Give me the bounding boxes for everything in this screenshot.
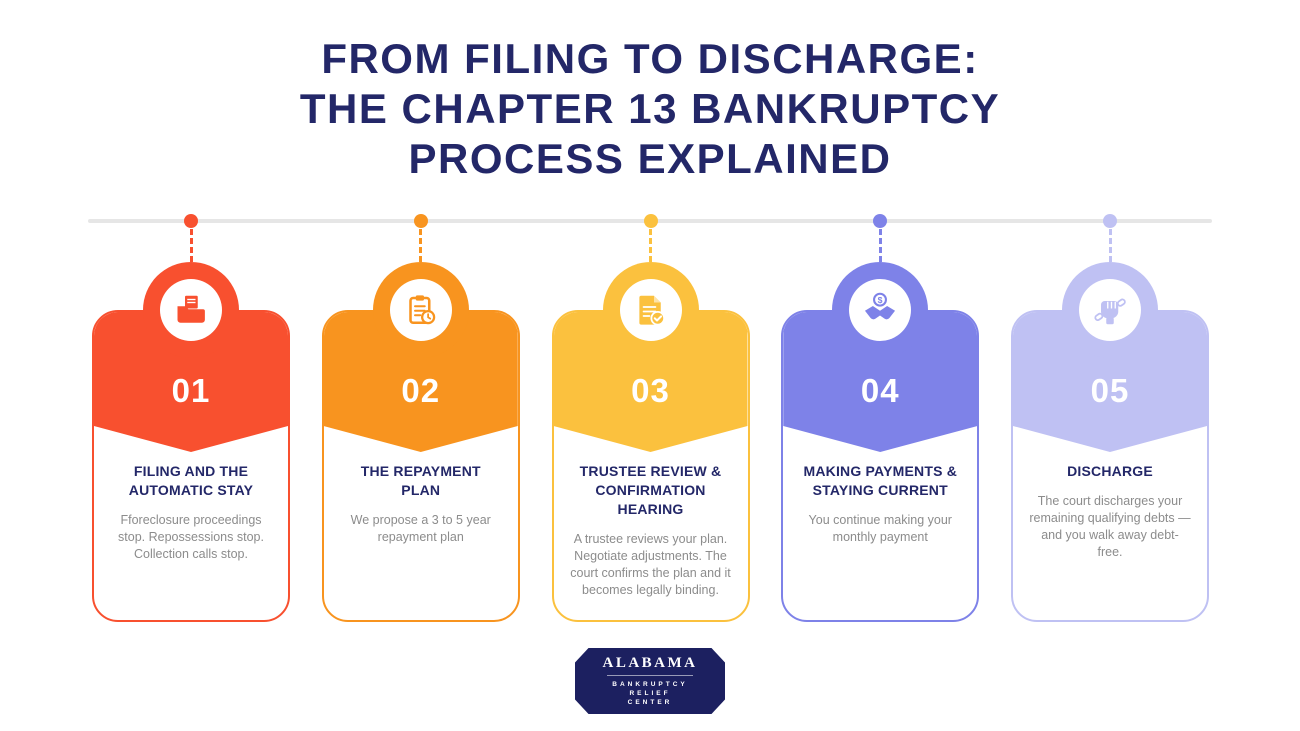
timeline-dot [643,214,658,228]
step-heading: THE REPAYMENT PLAN [360,463,481,498]
fist-chain-icon [1079,279,1141,341]
step-number: 01 [171,372,211,409]
step-heading: MAKING PAYMENTS & STAYING CURRENT [803,463,958,498]
step-number: 03 [631,372,670,409]
step-heading: FILING AND THE AUTOMATIC STAY [128,463,254,498]
timeline-connector [1108,229,1112,262]
step-heading: DISCHARGE [1067,463,1153,479]
step-number: 05 [1090,372,1130,409]
step-icon-circle: $ [832,262,929,358]
svg-text:$: $ [878,295,883,305]
document-check-icon [619,279,682,341]
step-card-header: 01 [94,312,288,452]
brand-subtitle-line-3: CENTER [627,699,673,706]
brand-subtitle-line-1: BANKRUPTCY [612,681,688,688]
repayment-clipboard-icon [389,279,452,341]
step-card-body: TRUSTEE REVIEW & CONFIRMATION HEARING A … [554,452,748,599]
timeline-dot [1103,214,1117,228]
step-column-5: 05 DISCHARGE The court discharges your r… [1011,214,1209,622]
step-column-3: 03 TRUSTEE REVIEW & CONFIRMATION HEARING… [551,214,750,622]
step-column-2: 02 THE REPAYMENT PLAN We propose a 3 to … [321,214,520,622]
step-card: 05 DISCHARGE The court discharges your r… [1011,310,1209,622]
step-card: 02 THE REPAYMENT PLAN We propose a 3 to … [321,310,520,622]
step-heading: TRUSTEE REVIEW & CONFIRMATION HEARING [579,463,722,517]
step-icon-circle [143,262,239,358]
step-description: Fforeclosure proceedings stop. Repossess… [118,513,264,561]
timeline-dot [873,214,888,228]
step-description: A trustee reviews your plan. Negotiate a… [570,532,731,597]
step-number: 04 [860,372,900,409]
step-card: 01 FILING AND THE AUTOMATIC STAY Fforecl… [92,310,290,622]
step-card-body: MAKING PAYMENTS & STAYING CURRENT You co… [783,452,977,546]
timeline-connector [419,229,423,262]
brand-divider [607,675,693,676]
step-icon-circle [372,262,469,358]
brand-badge: ALABAMA BANKRUPTCY RELIEF CENTER [575,648,725,714]
step-card-body: FILING AND THE AUTOMATIC STAY Fforeclosu… [94,452,288,563]
process-steps: 01 FILING AND THE AUTOMATIC STAY Fforecl… [92,214,1209,622]
timeline-connector [649,229,652,262]
title-line-3: PROCESS EXPLAINED [408,135,892,182]
step-description: The court discharges your remaining qual… [1029,494,1191,559]
filing-documents-icon [160,279,222,341]
timeline-dot [184,214,198,228]
step-column-4: $ 04 MAKING PAYMENTS & STAYING CURRENT Y… [781,214,980,622]
step-card-body: DISCHARGE The court discharges your rema… [1013,452,1207,561]
step-card: 04 MAKING PAYMENTS & STAYING CURRENT You… [781,310,980,622]
timeline-dot [413,214,428,228]
infographic-title: FROM FILING TO DISCHARGE: THE CHAPTER 13… [0,34,1300,184]
handshake-dollar-icon: $ [849,279,912,341]
step-description: We propose a 3 to 5 year repayment plan [350,513,491,544]
title-line-1: FROM FILING TO DISCHARGE: [321,35,979,82]
step-number: 02 [401,372,441,409]
step-icon-circle [602,262,699,358]
timeline-connector [878,229,882,262]
step-card-body: THE REPAYMENT PLAN We propose a 3 to 5 y… [324,452,518,546]
brand-name: ALABAMA [602,655,698,671]
brand-subtitle-line-2: RELIEF [629,690,671,697]
step-icon-circle [1062,262,1158,358]
step-description: You continue making your monthly payment [808,513,952,544]
title-line-2: THE CHAPTER 13 BANKRUPTCY [299,85,1001,132]
step-column-1: 01 FILING AND THE AUTOMATIC STAY Fforecl… [92,214,290,622]
timeline-connector [189,229,193,262]
